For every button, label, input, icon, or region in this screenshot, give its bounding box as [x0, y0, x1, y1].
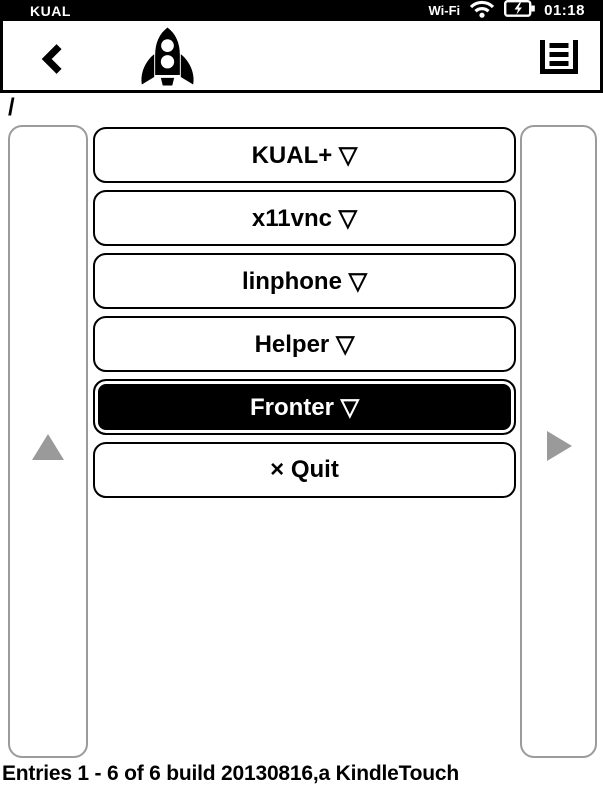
menu-icon[interactable] [540, 40, 578, 74]
clock: 01:18 [544, 2, 585, 19]
header-bar [0, 21, 603, 93]
menu-item-linphone[interactable]: linphone ▽ [93, 253, 516, 309]
rocket-icon [139, 26, 196, 88]
menu-item-kualplus[interactable]: KUAL+ ▽ [93, 127, 516, 183]
triangle-right-icon[interactable] [547, 431, 572, 461]
page-prev-zone[interactable] [8, 125, 88, 758]
app-title: KUAL [30, 2, 71, 19]
entries-status: Entries 1 - 6 of 6 build 20130816,a Kind… [2, 762, 460, 785]
breadcrumb: / [8, 94, 15, 121]
menu-item-quit[interactable]: × Quit [93, 442, 516, 498]
menu-item-x11vnc[interactable]: x11vnc ▽ [93, 190, 516, 246]
back-button[interactable] [41, 44, 63, 74]
triangle-up-icon[interactable] [32, 434, 64, 460]
page-next-zone[interactable] [520, 125, 597, 758]
wifi-label: Wi-Fi [428, 3, 461, 18]
battery-charging-icon [504, 0, 535, 22]
wifi-icon [469, 0, 495, 23]
menu-item-fronter[interactable]: Fronter ▽ [93, 379, 516, 435]
status-bar: KUAL Wi-Fi 01:18 [0, 0, 603, 21]
launcher-menu: KUAL+ ▽ x11vnc ▽ linphone ▽ Helper ▽ Fro… [93, 127, 516, 505]
menu-item-helper[interactable]: Helper ▽ [93, 316, 516, 372]
